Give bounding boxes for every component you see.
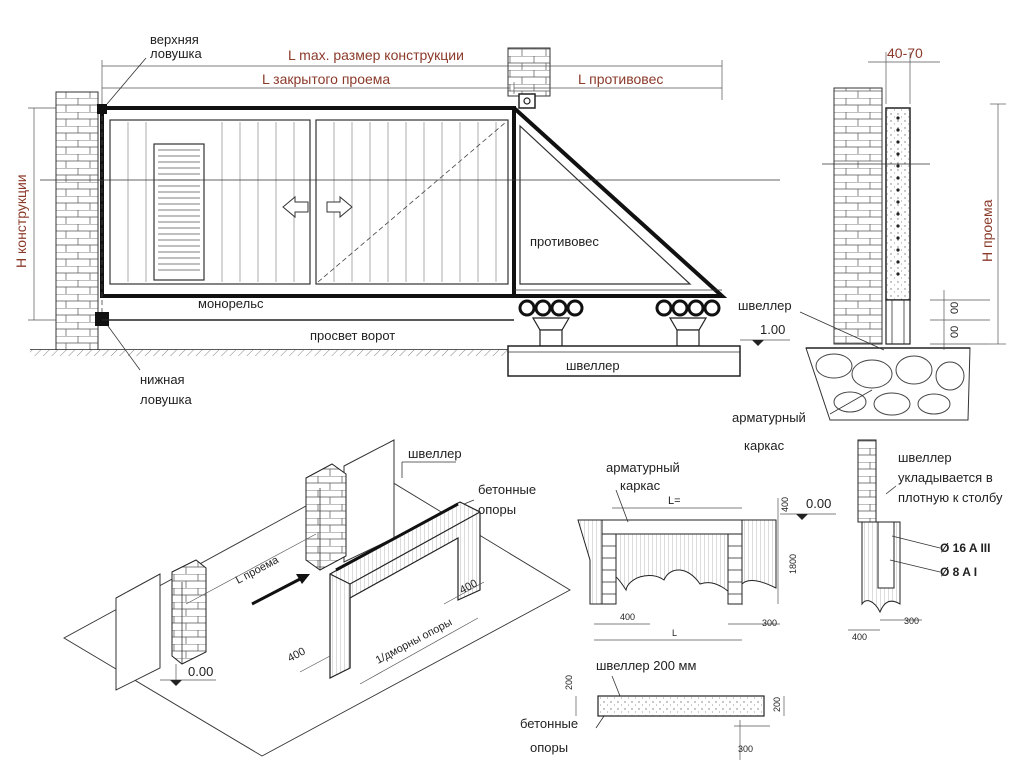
bottom-trap-label-2: ловушка <box>140 392 192 407</box>
post-dim-400: 400 <box>852 632 867 642</box>
section-dim-400: 400 <box>620 612 635 622</box>
bottom-trap-label-1: нижная <box>140 372 185 387</box>
top-trap-icon <box>97 104 107 114</box>
wicket-door <box>153 143 205 281</box>
l-max-label: L max. размер конструкции <box>288 47 464 63</box>
isometric-view: L проема 400 1/дморны опоры 400 0.00 шве… <box>63 439 571 757</box>
gate-clearance-label: просвет ворот <box>310 328 395 343</box>
iso-concrete-label-2: опоры <box>478 502 516 517</box>
bottom-dim-200-right: 200 <box>772 697 782 712</box>
channel-label: швеллер <box>566 358 620 373</box>
bottom-dim-200-left: 200 <box>564 675 574 690</box>
section-dim-300: 300 <box>762 618 777 628</box>
post-note-1: швеллер <box>898 450 952 465</box>
iso-right-pillar <box>305 463 347 571</box>
post-rebar-2: Ø 8 A I <box>940 565 977 579</box>
iso-dim-400-a: 400 <box>286 645 308 664</box>
left-brick-pillar <box>55 91 99 351</box>
top-trap-label-1: верхняя <box>150 32 199 47</box>
side-dim-a: 00 <box>949 302 961 314</box>
section-l-eq-label: L= <box>668 495 681 507</box>
bottom-detail-view: швеллер 200 мм 200 200 бетонные опоры 30… <box>520 658 785 760</box>
post-dim-300: 300 <box>904 616 919 626</box>
section-dim-l: L <box>672 628 677 638</box>
section-view: L= арматурный каркас 400 0.00 1800 400 L… <box>577 460 836 641</box>
section-dim-1800: 1800 <box>788 554 798 574</box>
section-level-label: 0.00 <box>806 496 831 511</box>
side-rebar-label-1: арматурный <box>732 410 806 425</box>
top-trap-label-2: ловушка <box>150 46 202 61</box>
bottom-concrete-label-1: бетонные <box>520 716 578 731</box>
bottom-channel-beam <box>597 695 765 717</box>
section-dim-400-top: 400 <box>780 497 790 512</box>
counterweight-label: противовес <box>530 234 599 249</box>
level-label: 1.00 <box>760 322 785 337</box>
iso-channel-label: швеллер <box>408 446 462 461</box>
bottom-trap-icon <box>95 312 109 326</box>
gate-frame <box>100 106 516 298</box>
section-rebar-label-2: каркас <box>620 478 661 493</box>
h-construction-label: H конструкции <box>13 174 29 268</box>
section-rebar-label-1: арматурный <box>606 460 680 475</box>
left-arrow-icon <box>282 195 309 219</box>
side-view: 40-70 H проема 00 00 швеллер арматурный … <box>732 45 1006 453</box>
width-dim-label: 40-70 <box>887 45 923 61</box>
right-arrow-icon <box>326 195 353 219</box>
l-closed-label: L закрытого проема <box>262 71 390 87</box>
roller-carriage-right <box>655 299 721 347</box>
roller-carriage-left <box>518 299 584 347</box>
monorail-label: монорельс <box>198 296 264 311</box>
post-note-2: укладывается в <box>898 470 993 485</box>
channel-beam <box>507 345 741 377</box>
post-note-3: плотную к столбу <box>898 490 1003 505</box>
iso-level-label: 0.00 <box>188 664 213 679</box>
side-channel-label: швеллер <box>738 298 792 313</box>
iso-concrete-label-1: бетонные <box>478 482 536 497</box>
side-brick-pillar <box>833 87 883 345</box>
side-dim-b: 00 <box>949 326 961 338</box>
iso-foundation-beam <box>329 501 481 679</box>
bottom-concrete-label-2: опоры <box>530 740 568 755</box>
main-front-view: швеллер 1.00 L max. размер конструкции L… <box>13 32 790 407</box>
top-roller-icon <box>518 93 536 109</box>
bottom-dim-300: 300 <box>738 744 753 754</box>
iso-left-pillar <box>171 559 207 665</box>
post-rebar-1: Ø 16 A III <box>940 541 990 555</box>
iso-l-opening-label: L проема <box>234 554 282 587</box>
bottom-channel-label: швеллер 200 мм <box>596 658 696 673</box>
h-opening-label: H проема <box>979 199 995 262</box>
l-counter-label: L противовес <box>578 71 663 87</box>
post-detail-view: швеллер укладывается в плотную к столбу … <box>848 439 1003 642</box>
side-rebar-label-2: каркас <box>744 438 785 453</box>
counterweight-frame <box>512 106 728 298</box>
